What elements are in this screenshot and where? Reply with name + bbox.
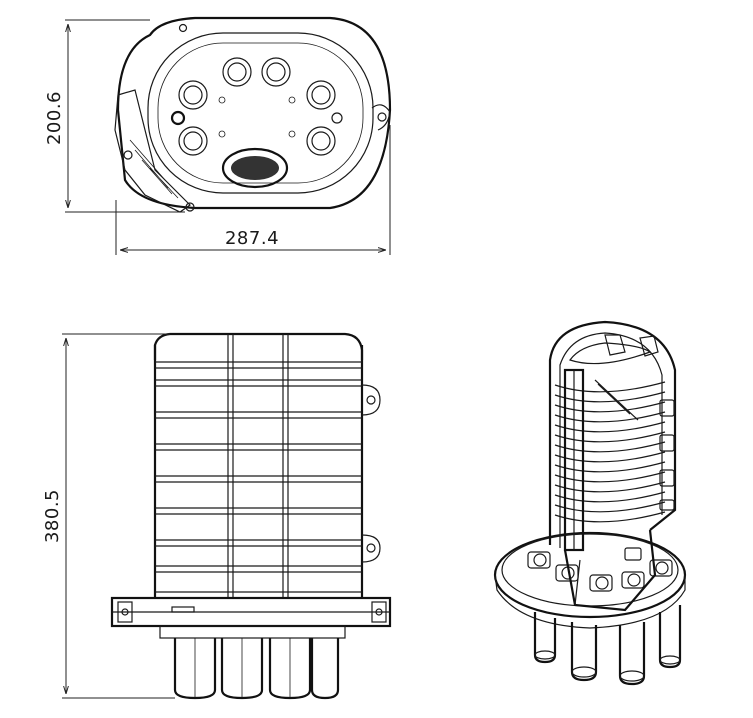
side-view — [110, 332, 392, 700]
isometric-view — [493, 320, 687, 686]
dimension-horizontal-top — [115, 125, 391, 255]
port-ring-group — [170, 57, 343, 156]
top-view — [114, 16, 392, 213]
dimension-vertical-top — [65, 19, 185, 213]
side-height-label: 380.5 — [42, 489, 63, 543]
top-width-label: 287.4 — [225, 228, 279, 249]
dimension-vertical-side — [62, 333, 175, 699]
top-height-label: 200.6 — [44, 91, 65, 145]
